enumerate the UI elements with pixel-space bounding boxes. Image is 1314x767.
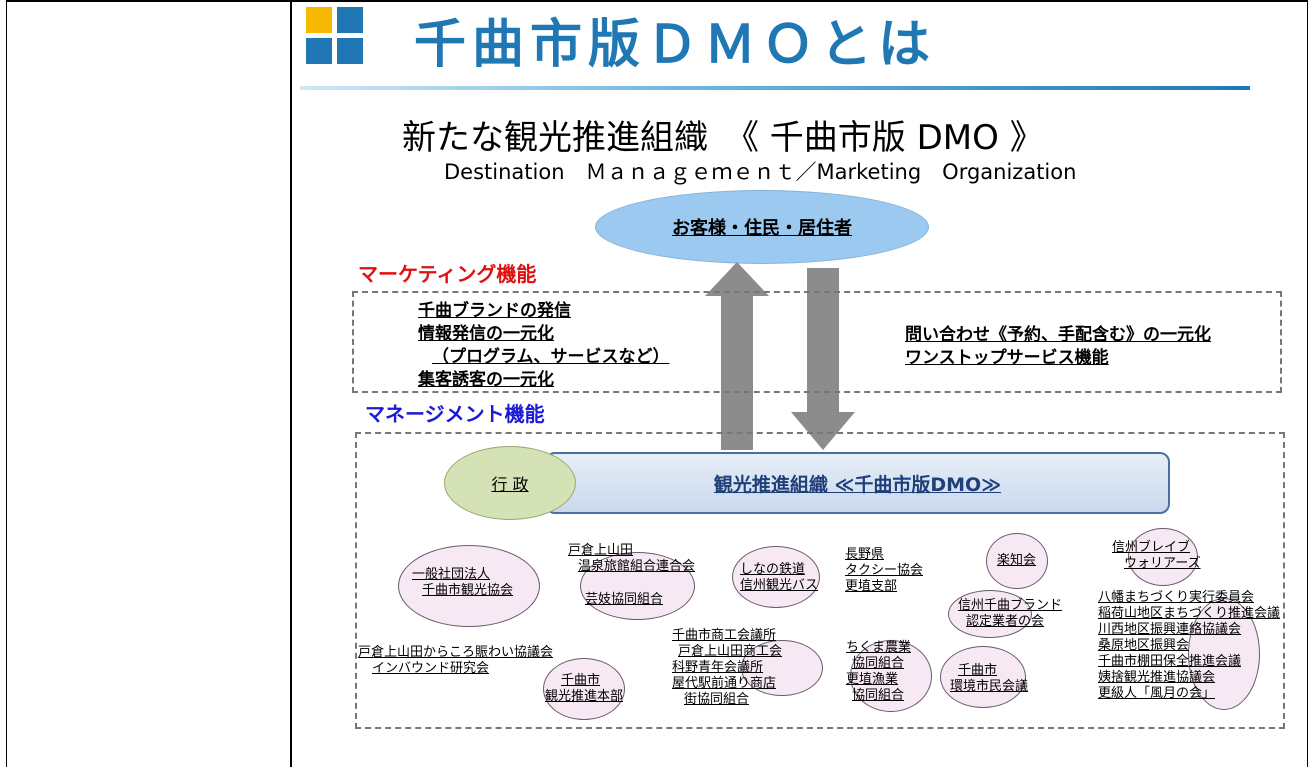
marketing-item: 情報発信の一元化: [418, 324, 554, 344]
subtitle-japanese: 新たな観光推進組織 《 千曲市版 DMO 》: [402, 118, 1044, 158]
customer-ellipse: お客様・住民・居住者: [595, 190, 929, 264]
up-arrow: [705, 262, 769, 450]
member-label: 戸倉上山田からころ賑わい協議会インバウンド研究会: [358, 645, 554, 676]
table-top-border: [6, 0, 1308, 2]
member-bubble: [986, 533, 1048, 589]
member-bubble: [580, 552, 695, 620]
government-label: 行 政: [491, 475, 529, 494]
member-bubble: [948, 590, 1032, 638]
customer-label: お客様・住民・居住者: [672, 218, 852, 239]
member-label: しなの鉄道信州観光バス: [740, 562, 819, 593]
government-ellipse: 行 政: [444, 446, 576, 520]
member-bubble: [543, 658, 625, 720]
member-label: 信州千曲ブランド認定業者の会: [958, 598, 1063, 629]
member-label: 芸妓協同組合: [585, 592, 664, 607]
member-label: 八幡まちづくり実行委員会稲荷山地区まちづくり推進会議川西地区振興連絡協議会桑原地…: [1098, 590, 1281, 701]
member-label: 長野県タクシー協会更埴支部: [845, 547, 924, 594]
organization-label: 観光推進組織 ≪千曲市版DMO≫: [713, 473, 1002, 496]
table-frame: [6, 0, 1308, 767]
member-label: 千曲市環境市民会議: [950, 663, 1029, 694]
marketing-right-list: 問い合わせ《予約、手配含む》の一元化 ワンストップサービス機能: [905, 324, 1211, 370]
marketing-box: [352, 291, 1282, 393]
management-box: [355, 432, 1285, 729]
page-title: 千曲市版ＤＭＯとは: [414, 15, 937, 75]
member-label: 千曲市商工会議所戸倉上山田商工会科野青年会議所屋代駅前通り商店街協同組合: [672, 628, 783, 707]
down-arrow: [791, 268, 855, 450]
member-label: 一般社団法人千曲市観光協会: [412, 567, 514, 598]
member-bubble: [1128, 528, 1198, 586]
logo-squares-icon: [306, 7, 364, 65]
dmo-organization-bar: 観光推進組織 ≪千曲市版DMO≫: [545, 452, 1170, 514]
column-divider: [290, 0, 292, 767]
member-bubble: [850, 640, 932, 712]
marketing-item: 集客誘客の一元化: [418, 370, 554, 390]
member-label: 千曲市観光推進本部: [545, 673, 624, 704]
title-underline: [300, 86, 1250, 90]
marketing-item: 問い合わせ《予約、手配含む》の一元化: [905, 325, 1211, 345]
member-bubble: [1188, 598, 1260, 710]
member-bubble: [940, 646, 1026, 708]
management-heading: マネージメント機能: [365, 402, 545, 426]
member-bubble: [741, 640, 823, 696]
member-label: 楽知会: [997, 553, 1037, 568]
member-label: 信州ブレイブウォリアーズ: [1112, 540, 1201, 571]
subtitle-english: Destination Ｍａｎａｇｅｍｅｎｔ／Marketing Organiz…: [444, 160, 1077, 184]
marketing-left-list: 千曲ブランドの発信 情報発信の一元化 （プログラム、サービスなど） 集客誘客の一…: [418, 300, 670, 392]
member-label: 戸倉上山田温泉旅館組合連合会: [568, 543, 696, 574]
marketing-item: （プログラム、サービスなど）: [432, 347, 670, 367]
member-bubble: [398, 545, 540, 627]
marketing-item: ワンストップサービス機能: [905, 348, 1109, 368]
member-bubble: [732, 546, 820, 608]
member-label: ちくま農業協同組合更埴漁業協同組合: [846, 640, 912, 703]
marketing-heading: マーケティング機能: [358, 262, 537, 286]
two-way-arrows: [705, 262, 855, 450]
marketing-item: 千曲ブランドの発信: [418, 301, 571, 321]
